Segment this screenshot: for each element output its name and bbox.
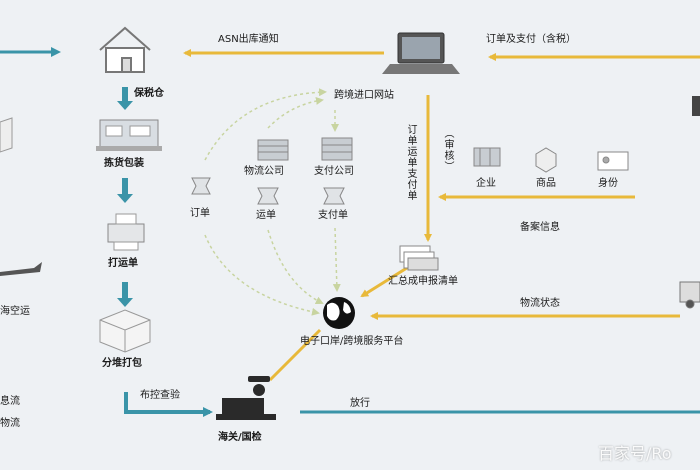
e-port-platform-label: 电子口岸/跨境服务平台 [300, 336, 404, 347]
warehouse-icon [99, 26, 151, 73]
info-flow-label: 息流 [0, 396, 20, 407]
watermark: 百家号/Ro [598, 444, 672, 463]
split-pack-label: 分堆打包 [102, 358, 142, 369]
asn-label: ASN出库通知 [218, 34, 279, 45]
waybill-label: 运单 [256, 210, 276, 221]
payment-company-label: 支付公司 [314, 166, 354, 177]
right-edge-icon [692, 96, 700, 116]
audit-label: （审核） [442, 128, 453, 172]
left-box-icon [0, 117, 13, 153]
goods-label: 商品 [536, 178, 556, 189]
order-payment-label: 订单及支付（含税） [486, 34, 576, 45]
dashed-flow-arrows [204, 88, 341, 316]
release-label: 放行 [350, 398, 370, 409]
printer-icon [107, 213, 145, 251]
identity-label: 身份 [598, 178, 618, 189]
summary-declaration-label: 汇总成申报清单 [388, 276, 458, 287]
goods-icon [535, 147, 557, 173]
waybill-doc-icon [257, 187, 279, 205]
teal-down-arrows [117, 87, 133, 307]
summary-to-port-line [360, 264, 411, 298]
laptop-icon [382, 32, 460, 74]
logistics-status-label: 物流状态 [520, 298, 560, 309]
order-label: 订单 [190, 208, 210, 219]
vertical-docs-label: 订单运单支付单 [405, 124, 416, 201]
inspection-label: 布控查验 [140, 390, 180, 401]
print-waybill-label: 打运单 [108, 258, 138, 269]
bonded-warehouse-label: 保税仓 [134, 88, 164, 99]
customs-officer-icon [216, 376, 276, 420]
globe-icon [323, 297, 355, 329]
port-to-customs-line [268, 328, 322, 382]
airplane-icon [0, 262, 42, 276]
logistics-flow-label: 物流 [0, 418, 20, 429]
summary-docs-icon [399, 245, 439, 271]
picking-packing-label: 拣货包装 [104, 158, 144, 169]
logistics-company-icon [257, 139, 289, 161]
enterprise-label: 企业 [476, 178, 496, 189]
payment-company-icon [321, 137, 353, 161]
picking-machine-icon [96, 119, 162, 151]
cross-border-site-label: 跨境进口网站 [334, 90, 394, 101]
payment-slip-doc-icon [323, 187, 345, 205]
box-icon [99, 309, 151, 353]
payment-slip-label: 支付单 [318, 210, 348, 221]
teal-inspection-arrow [124, 392, 213, 417]
truck-icon [679, 281, 700, 309]
filing-info-label: 备案信息 [520, 222, 560, 233]
logistics-company-label: 物流公司 [244, 166, 284, 177]
sea-air-label: 海空运 [0, 306, 30, 317]
enterprise-icon [473, 147, 501, 167]
identity-icon [597, 151, 629, 171]
order-doc-icon [191, 177, 211, 195]
customs-label: 海关/国检 [218, 432, 262, 443]
